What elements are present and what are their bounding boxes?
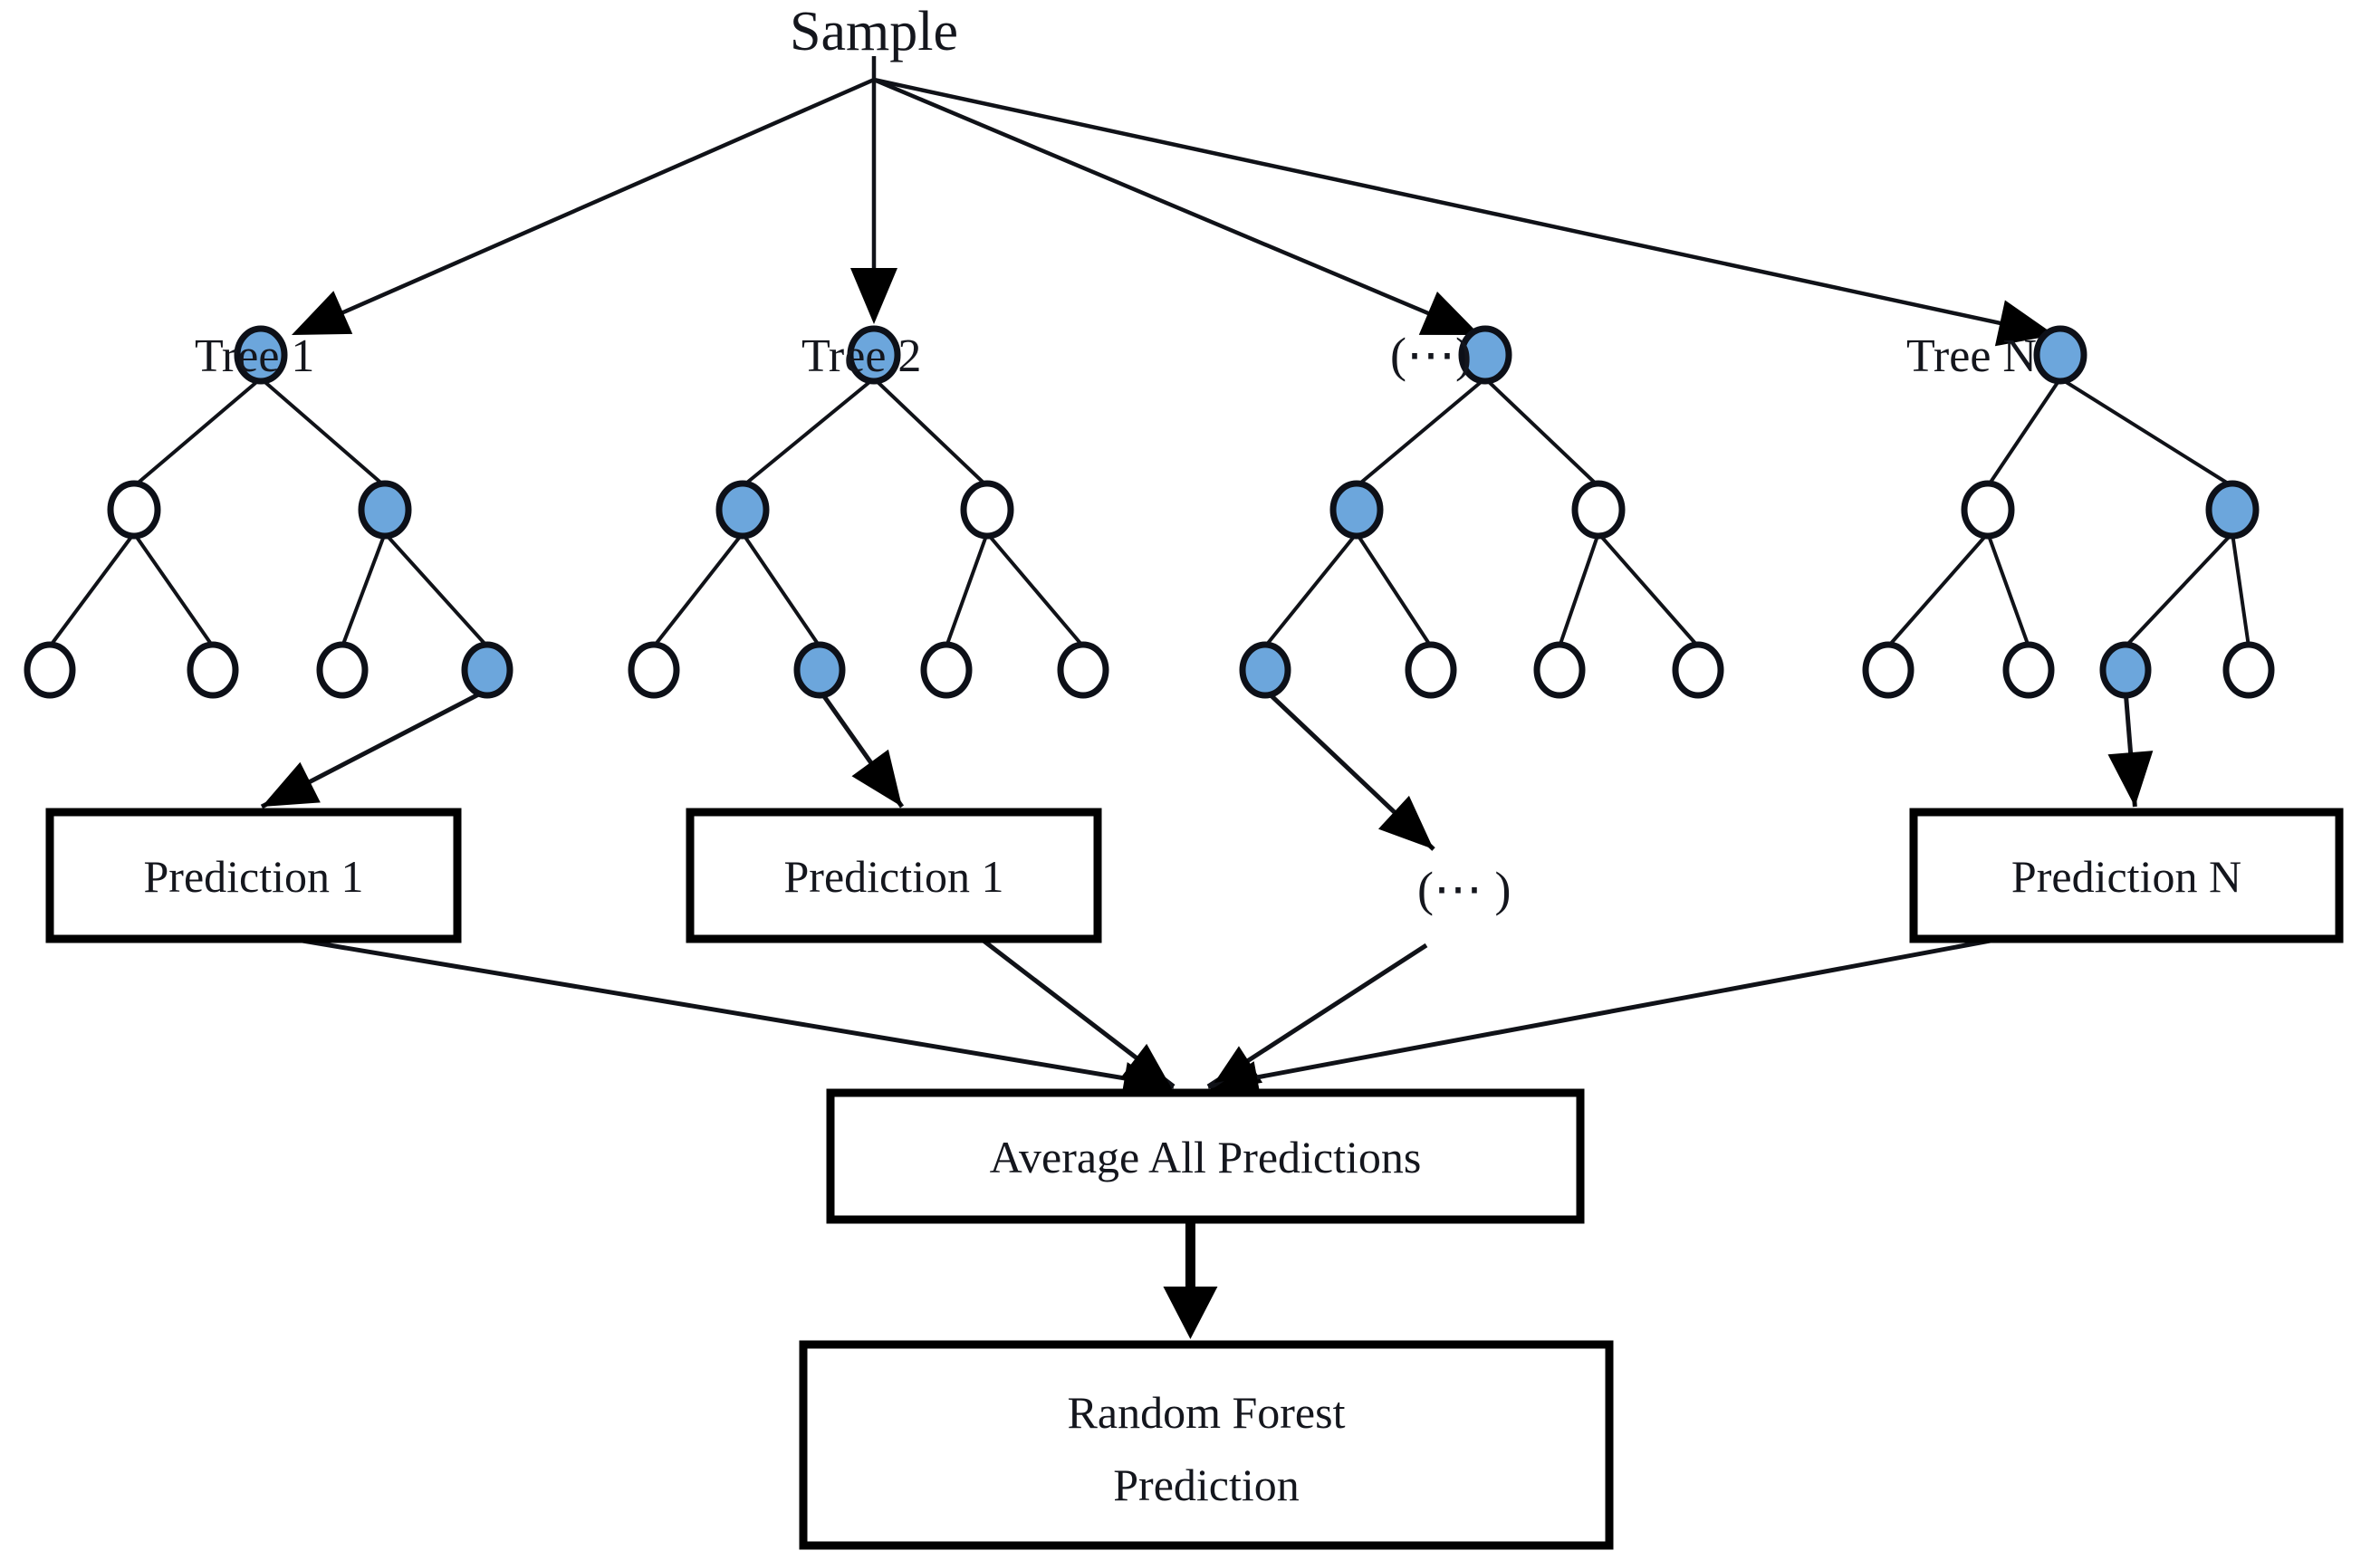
prediction-box-2-rect: [686, 808, 1102, 943]
average-predictions-box: [826, 1088, 1585, 1224]
tree-leaf-node: [1057, 641, 1109, 699]
prediction-box-2: [686, 808, 1102, 943]
tree-internal-node: [1961, 480, 2015, 540]
tree-leaf-node: [24, 641, 76, 699]
leaf-to-prediction-arrow: [2107, 751, 2154, 807]
leaf-to-prediction-arrow: [851, 749, 902, 807]
tree-edge: [1886, 531, 1990, 648]
tree-root-node: [234, 325, 288, 385]
tree-edge: [872, 377, 989, 488]
prediction-box-label-4: Prediction N: [2011, 851, 2241, 902]
prediction-to-average-edge: [1207, 938, 1991, 1089]
tree-edge: [2124, 531, 2234, 648]
average-predictions-label: Average All Predictions: [990, 1132, 1422, 1182]
tree-leaf-node: [461, 641, 513, 699]
tree-edge: [741, 531, 821, 648]
tree-leaf-node: [1672, 641, 1724, 699]
tree-label-3: (⋯): [1390, 328, 1472, 382]
prediction-box-1: [45, 808, 462, 943]
tree-root-node: [2033, 325, 2087, 385]
tree-label-2: Tree 2: [801, 330, 921, 382]
tree-internal-node: [358, 480, 412, 540]
tree-internal-node: [715, 480, 770, 540]
random-forest-prediction-box: [799, 1340, 1614, 1550]
tree-edge: [48, 531, 136, 648]
tree-leaf-node: [2099, 641, 2152, 699]
tree-edge: [1355, 531, 1433, 648]
prediction-box-label-1: Prediction 1: [143, 851, 363, 902]
tree-edge: [132, 531, 215, 648]
tree-label-1: Tree 1: [195, 330, 314, 382]
tree-edge: [1355, 377, 1487, 488]
tree-edge: [945, 532, 989, 647]
tree-leaf-node: [1239, 641, 1291, 699]
tree-edge: [1597, 531, 1700, 648]
average-to-final-arrow: [1163, 1287, 1218, 1339]
random-forest-prediction-box-rect: [799, 1340, 1614, 1550]
tree-edge: [652, 531, 744, 648]
tree-leaf-node: [1533, 641, 1586, 699]
tree-label-4: Tree N: [1906, 330, 2037, 382]
tree-edge: [341, 532, 387, 647]
final-box-line1: Random Forest: [1068, 1387, 1346, 1438]
tree-edge: [132, 377, 263, 488]
page-title: Sample: [790, 1, 958, 62]
prediction-box-label-2: Prediction 1: [783, 851, 1003, 902]
tree-leaf-node: [187, 641, 239, 699]
sample-to-tree-edge: [873, 77, 1469, 332]
leaf-to-prediction-arrow: [262, 761, 321, 807]
tree-edge: [2231, 532, 2250, 647]
leaf-to-prediction-arrow: [1377, 795, 1434, 849]
prediction-to-average-edge: [302, 938, 1175, 1089]
prediction-box-4: [1909, 808, 2344, 943]
tree-internal-node: [960, 480, 1014, 540]
sample-to-tree-edge: [873, 77, 2032, 332]
tree-leaf-node: [1405, 641, 1457, 699]
sample-to-tree-arrow: [1994, 300, 2055, 347]
nodes-layer: [24, 325, 2275, 699]
tree-leaf-node: [793, 641, 846, 699]
tree-edge: [383, 531, 489, 648]
tree-leaf-node: [920, 641, 973, 699]
tree-internal-node: [1571, 480, 1626, 540]
tree-edge: [259, 377, 387, 488]
tree-edge: [1986, 532, 2030, 647]
sample-to-tree-arrow: [1418, 291, 1480, 335]
tree-edge: [2059, 377, 2234, 488]
tree-edge: [1483, 377, 1600, 488]
prediction-box-1-rect: [45, 808, 462, 943]
tree-internal-node: [107, 480, 161, 540]
final-box-line2: Prediction: [1113, 1460, 1300, 1510]
prediction-to-average-arrow: [1119, 1043, 1174, 1092]
edges-layer: [48, 56, 2250, 1339]
tree-leaf-node: [628, 641, 680, 699]
sample-to-tree-edge: [302, 77, 875, 332]
tree-leaf-node: [1862, 641, 1915, 699]
boxes-layer: [45, 808, 2344, 1550]
tree-edge: [1558, 532, 1600, 647]
average-predictions-box-rect: [826, 1088, 1585, 1224]
tree-leaf-node: [2002, 641, 2055, 699]
tree-internal-node: [2205, 480, 2260, 540]
tree-root-node: [1458, 325, 1512, 385]
sample-to-tree-arrow: [850, 268, 897, 324]
tree-edge: [741, 377, 876, 488]
tree-leaf-node: [2222, 641, 2275, 699]
tree-leaf-node: [316, 641, 369, 699]
tree-internal-node: [1329, 480, 1384, 540]
sample-to-tree-arrow: [292, 291, 353, 335]
tree-edge: [985, 531, 1085, 648]
tree-edge: [1263, 531, 1358, 648]
prediction-box-4-rect: [1909, 808, 2344, 943]
tree-edge: [1986, 377, 2062, 488]
tree-root-node: [847, 325, 901, 385]
prediction-ellipsis-label: (⋯ ): [1417, 862, 1511, 916]
